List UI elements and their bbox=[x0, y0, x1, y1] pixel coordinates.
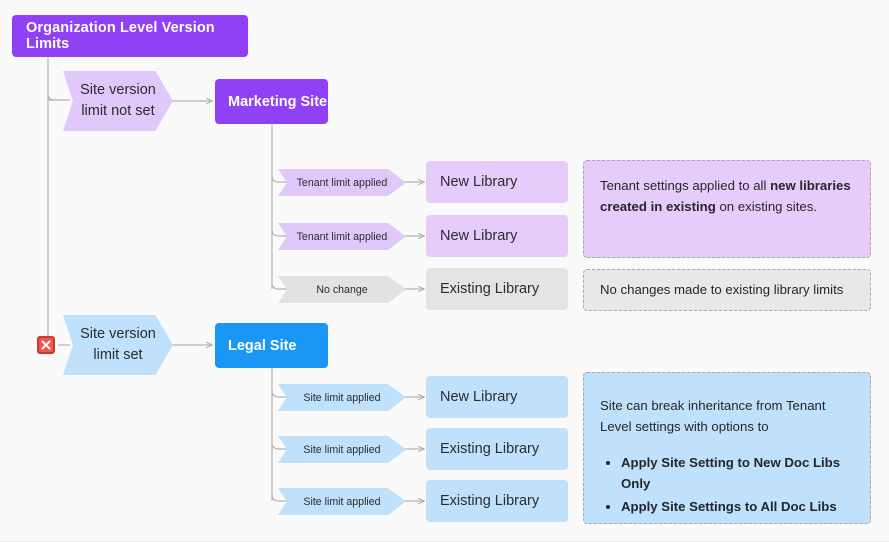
library-node-new-library-1[interactable]: New Library bbox=[426, 161, 568, 203]
library-node-existing-library-1[interactable]: Existing Library bbox=[426, 268, 568, 310]
red-x-icon[interactable] bbox=[37, 336, 55, 354]
site-node-label: Marketing Site bbox=[228, 93, 328, 110]
library-node-new-library-2[interactable]: New Library bbox=[426, 215, 568, 257]
note-card-tenant-settings: Tenant settings applied to all new libra… bbox=[583, 160, 871, 258]
note-bullet-item: Apply Site Setting to New Doc Libs Only bbox=[621, 452, 854, 495]
edge-label-site-limit-applied-2: Site limit applied bbox=[278, 436, 406, 463]
edge-label-text: Site version limit set bbox=[74, 324, 162, 366]
note-text-before: Tenant settings applied to all bbox=[600, 178, 771, 193]
note-text-bold: new libraries created in existing bbox=[600, 178, 851, 215]
x-glyph bbox=[41, 340, 51, 350]
note-text: Site can break inheritance from Tenant L… bbox=[600, 398, 826, 435]
edge-label-site-version-limit-not-set: Site version limit not set bbox=[63, 71, 173, 131]
library-node-label: New Library bbox=[440, 389, 518, 405]
edge-label-line2: limit set bbox=[93, 347, 143, 363]
edge-label-tenant-limit-applied-2: Tenant limit applied bbox=[278, 223, 406, 250]
edge-label-site-version-limit-set: Site version limit set bbox=[63, 315, 173, 375]
site-node-legal-site[interactable]: Legal Site bbox=[215, 323, 328, 368]
note-card-site-inheritance: Site can break inheritance from Tenant L… bbox=[583, 372, 871, 524]
library-node-label: New Library bbox=[440, 174, 518, 190]
library-node-label: Existing Library bbox=[440, 441, 540, 457]
site-node-label: Legal Site bbox=[228, 337, 297, 354]
edge-label-text: Site limit applied bbox=[303, 391, 381, 404]
edge-label-site-limit-applied-3: Site limit applied bbox=[278, 488, 406, 515]
root-node-label: Organization Level Version Limits bbox=[26, 20, 215, 52]
edge-label-line1: Site version bbox=[80, 81, 156, 98]
library-node-existing-library-2[interactable]: Existing Library bbox=[426, 428, 568, 470]
edge-label-line1: Site version bbox=[80, 325, 156, 342]
edge-label-text: Tenant limit applied bbox=[296, 230, 388, 243]
note-text: No changes made to existing library limi… bbox=[600, 282, 844, 298]
edge-label-line2: limit not set bbox=[81, 103, 155, 119]
edge-label-site-limit-applied-1: Site limit applied bbox=[278, 384, 406, 411]
library-node-label: Existing Library bbox=[440, 493, 540, 509]
edge-label-text: No change bbox=[316, 283, 368, 296]
edge-label-no-change: No change bbox=[278, 276, 406, 303]
edge-label-text: Site version limit not set bbox=[74, 80, 162, 122]
edge-label-text: Site limit applied bbox=[303, 443, 381, 456]
library-node-label: Existing Library bbox=[440, 281, 540, 297]
edge-label-tenant-limit-applied-1: Tenant limit applied bbox=[278, 169, 406, 196]
library-node-new-library-3[interactable]: New Library bbox=[426, 376, 568, 418]
note-bullet-list: Apply Site Setting to New Doc Libs Only … bbox=[600, 452, 854, 517]
note-card-no-changes: No changes made to existing library limi… bbox=[583, 269, 871, 311]
site-node-marketing-site[interactable]: Marketing Site bbox=[215, 79, 328, 124]
note-bullet-item: Apply Site Settings to All Doc Libs bbox=[621, 496, 854, 517]
library-node-label: New Library bbox=[440, 228, 518, 244]
edge-label-text: Site limit applied bbox=[303, 495, 381, 508]
edge-label-text: Tenant limit applied bbox=[296, 176, 388, 189]
note-text-after: on existing sites. bbox=[715, 199, 817, 215]
library-node-existing-library-3[interactable]: Existing Library bbox=[426, 480, 568, 522]
root-node-organization-level-version-limits[interactable]: Organization Level Version Limits bbox=[12, 15, 248, 57]
